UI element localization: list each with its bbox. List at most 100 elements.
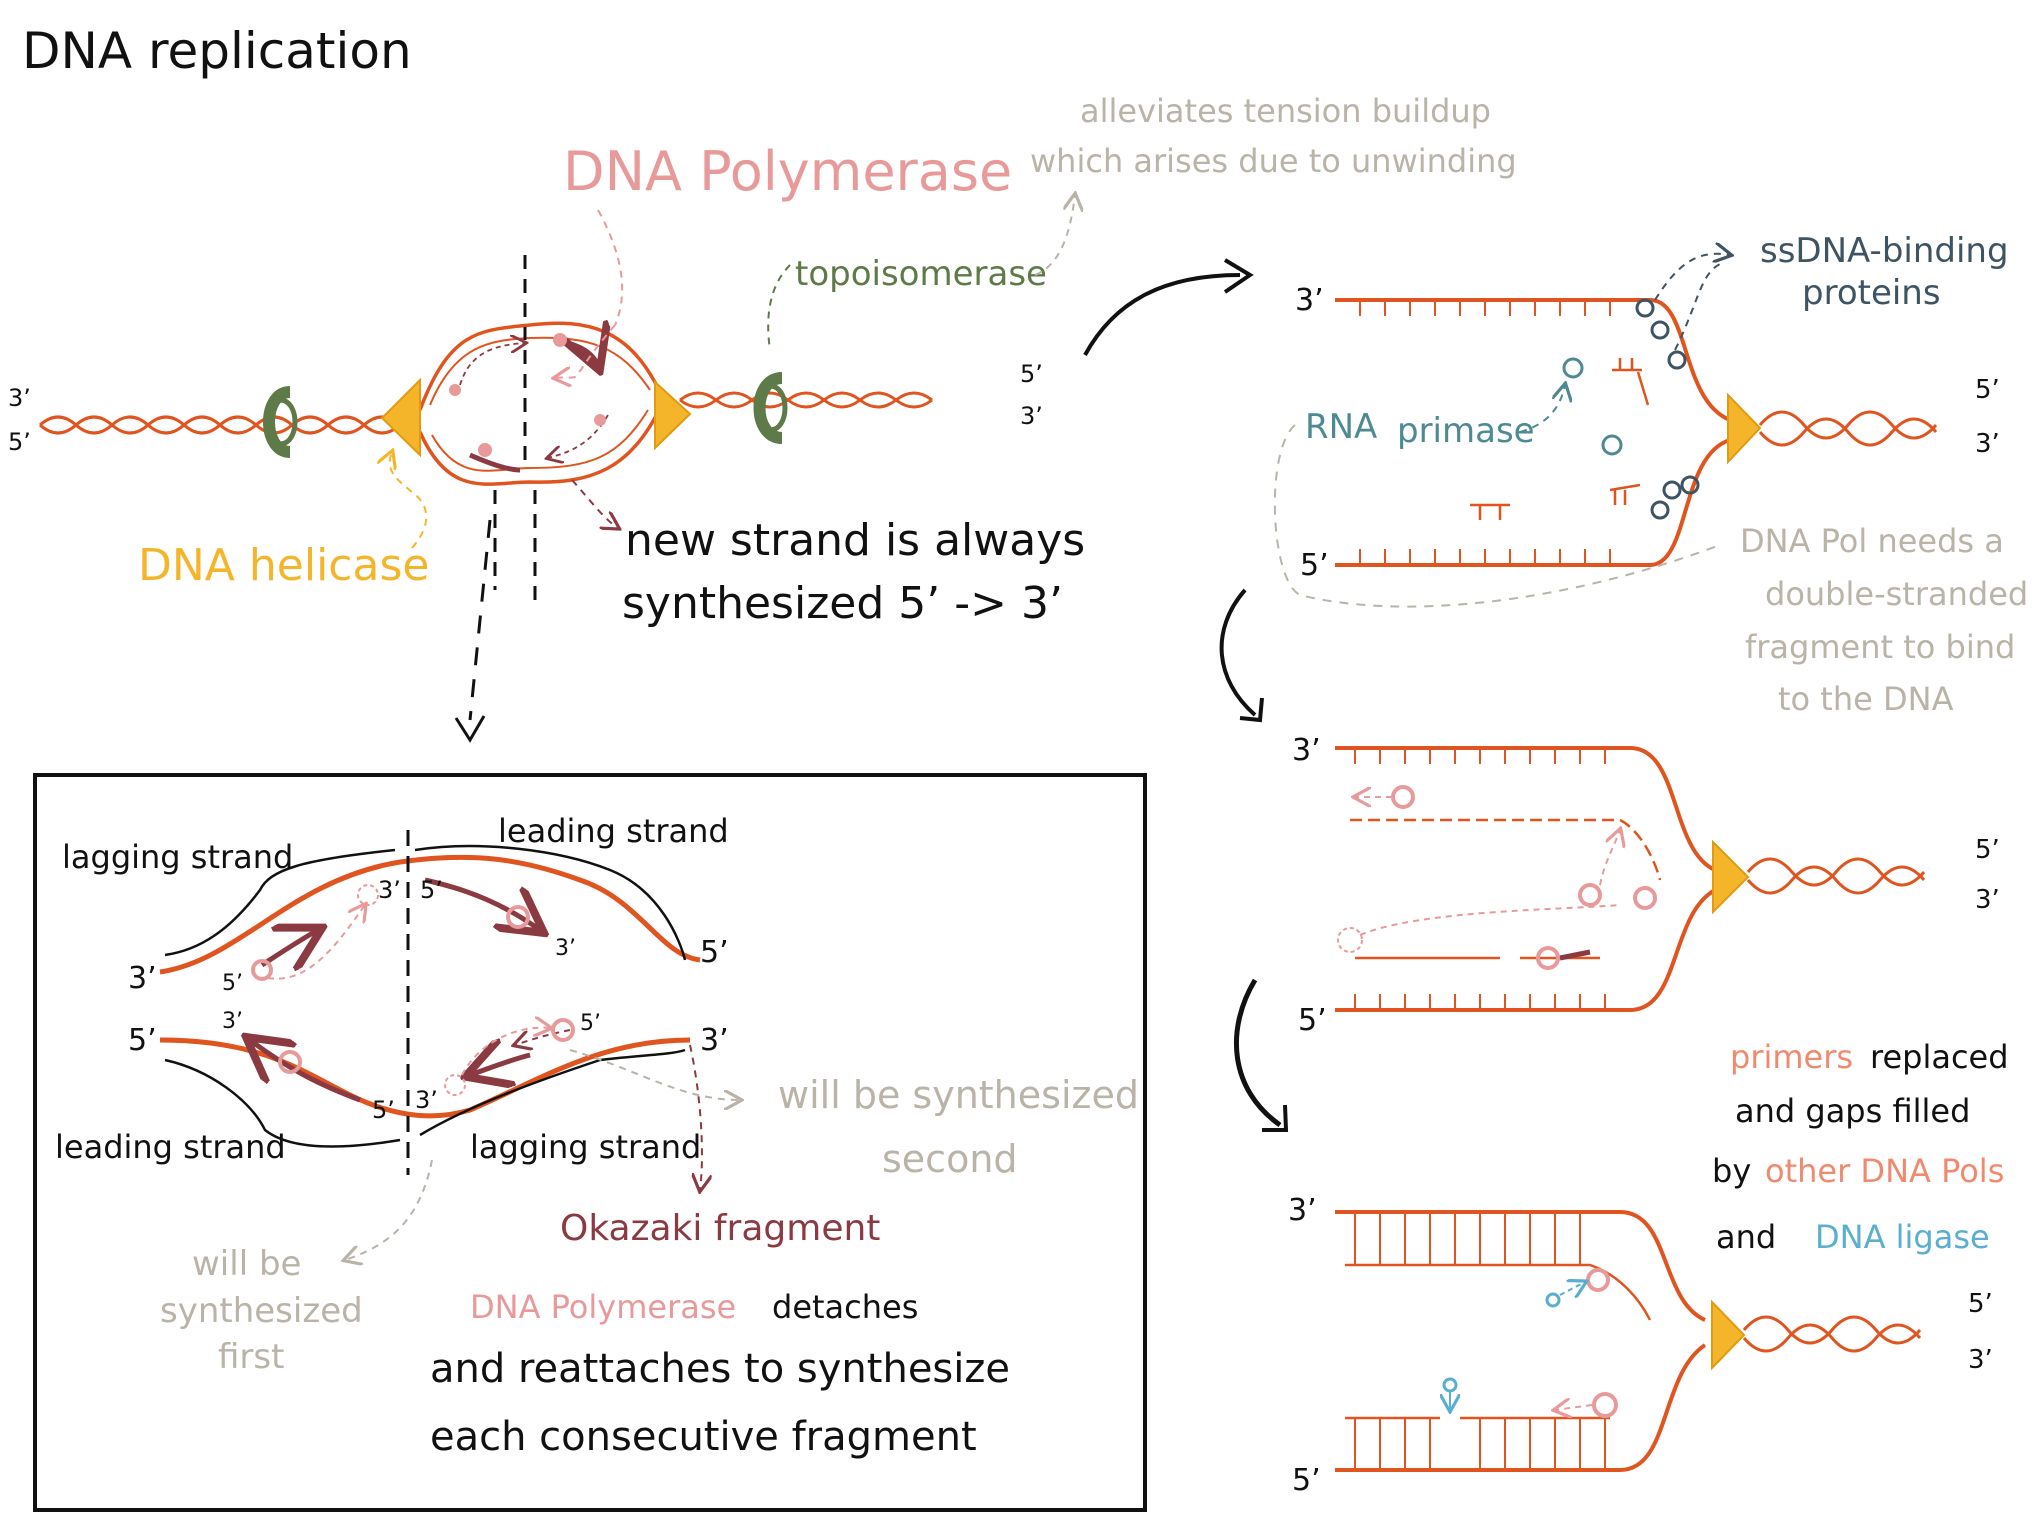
bubble-top-inner <box>429 336 651 406</box>
inset-polymerase-1 <box>251 959 273 981</box>
new-strand-pointer <box>571 479 618 528</box>
note-replaced: replaced <box>1870 1038 2009 1076</box>
panel2-helix-b <box>1746 865 1926 895</box>
second-note-line-2: second <box>882 1137 1018 1181</box>
topoisomerase-pointer <box>767 264 791 351</box>
leading-top-bracket <box>414 844 687 961</box>
inset-polymerase-ghost-2 <box>444 1074 466 1096</box>
polymerase-dot-4 <box>594 414 606 426</box>
panel1-primer-top <box>1612 358 1650 406</box>
note-other-pols: other DNA Pols <box>1765 1152 2004 1190</box>
topoisomerase-left-back-icon <box>279 397 298 447</box>
panel3-top-strand <box>1335 1210 1706 1322</box>
lagging-strand-bottom-label: lagging strand <box>470 1128 701 1166</box>
leading-strand-bottom-label: leading strand <box>55 1128 286 1166</box>
inset-top-arrow-right: 3’ <box>555 936 576 961</box>
panel3-top-end-label: 3’ <box>1288 1193 1317 1228</box>
helicase-left-icon <box>380 377 421 458</box>
inset-bottom-arrow-left: 3’ <box>222 1009 243 1034</box>
overview-left-top-label: 3’ <box>8 384 31 412</box>
panel1-bottom-strand <box>1335 438 1731 567</box>
inset-top-right-end: 5’ <box>700 935 729 970</box>
topoisomerase-left-icon <box>263 386 292 458</box>
overview-left-bottom-label: 5’ <box>8 428 31 456</box>
dna-helicase-label: DNA helicase <box>138 540 429 591</box>
panel3-polymerase-2 <box>1592 1392 1618 1418</box>
bubble-bottom-inner <box>431 409 649 472</box>
panel2-okazaki-segment <box>1559 949 1591 961</box>
panel1-primer-bottom-2 <box>1609 483 1641 505</box>
pol-note-detaches: detaches <box>772 1288 918 1326</box>
panel1-bottom-ticks <box>1359 549 1611 565</box>
panel2-polymerase-2 <box>1578 883 1602 907</box>
panel-3: 5’ 3’ 3’ 5’ primers replaced and gaps fi… <box>1288 1038 2009 1498</box>
panel3-ligase-2 <box>1442 1377 1458 1393</box>
inset-frame <box>33 773 1147 1512</box>
panel1-ssb-bottom <box>1650 475 1700 520</box>
note-by: by <box>1712 1152 1751 1190</box>
primase-icon-1 <box>1562 357 1584 379</box>
pol-needs-line-2: double-stranded <box>1765 575 2028 613</box>
first-note-pointer <box>345 1159 433 1260</box>
panel1-primer-bottom <box>1470 503 1510 520</box>
leading-bottom-bracket <box>164 1058 401 1148</box>
lagging-top-bracket <box>164 848 396 957</box>
panel2-bottom-end-label: 5’ <box>1298 1003 1327 1038</box>
new-strand-note-line-2: synthesized 5’ -> 3’ <box>622 578 1063 629</box>
panel2-helicase-icon <box>1712 839 1750 915</box>
panel2-top-strand <box>1335 746 1716 872</box>
inset-top-lagging-segment <box>260 930 318 965</box>
right-helix-strand-a <box>679 391 933 409</box>
panel2-bottom-strand <box>1335 888 1717 1012</box>
primase-icon-2 <box>1601 434 1623 456</box>
panel1-top-end-label: 3’ <box>1295 283 1324 318</box>
panel2-top-end-label: 3’ <box>1292 733 1321 768</box>
panel2-polymerase-3 <box>1633 886 1657 910</box>
ssb-pointer-1 <box>1654 254 1730 301</box>
left-helix-strand-b <box>39 415 401 435</box>
panel3-polymerase-1 <box>1586 1268 1610 1292</box>
panel1-helix-a <box>1758 410 1938 440</box>
pol-needs-pointer <box>1273 424 1721 608</box>
pol-note-reattaches: and reattaches to synthesize <box>430 1346 1010 1392</box>
topo-note-line-1: alleviates tension buildup <box>1080 92 1491 130</box>
pol-needs-line-4: to the DNA <box>1778 680 1954 718</box>
inset-bottom-mid-left: 5’ <box>372 1096 395 1124</box>
inset-top-mid-left: 3’ <box>378 876 401 904</box>
panel2-top-new-strand <box>1350 818 1662 881</box>
helicase-pointer <box>390 452 428 549</box>
panel3-right-top-label: 5’ <box>1968 1289 1993 1319</box>
note-ligase: DNA ligase <box>1815 1218 1990 1256</box>
new-strand-note-line-1: new strand is always <box>625 515 1085 566</box>
panel3-ligase-1 <box>1545 1292 1561 1308</box>
panel2-polymerase-4 <box>1536 946 1560 970</box>
first-note-line-1: will be <box>192 1244 301 1284</box>
panel2-polymerase-ghost <box>1337 927 1363 953</box>
polymerase-dot-2 <box>478 443 492 457</box>
panel1-to-panel2-arrow-head <box>1239 697 1264 723</box>
panel-2: 5’ 3’ 3’ 5’ <box>1234 733 2000 1132</box>
panel1-helicase-icon <box>1727 392 1762 465</box>
right-helix-strand-b <box>679 391 933 409</box>
second-note-pointer <box>569 1049 740 1100</box>
panel2-right-top-label: 5’ <box>1975 835 2000 865</box>
panel2-to-panel3-arrow-head <box>1262 1104 1289 1132</box>
note-gaps: and gaps filled <box>1735 1092 1970 1130</box>
page-title: DNA replication <box>22 22 412 80</box>
pol-needs-line-1: DNA Pol needs a <box>1740 522 2004 560</box>
lagging-strand-top-label: lagging strand <box>62 838 293 876</box>
overview-right-top-label: 5’ <box>1020 360 1043 388</box>
panel1-top-strand <box>1335 298 1731 422</box>
ssb-label-line-2: proteins <box>1802 273 1941 313</box>
panel2-polymerase-1 <box>1391 785 1415 809</box>
panel2-bottom-ticks <box>1354 994 1606 1010</box>
inset-bottom-right-end: 3’ <box>700 1023 729 1058</box>
okazaki-pointer <box>689 1044 702 1190</box>
panel1-right-bottom-label: 3’ <box>1975 429 2000 459</box>
inset-polymerase-jump-2 <box>461 1028 550 1076</box>
pol-note-consecutive: each consecutive fragment <box>430 1414 977 1460</box>
tension-pointer <box>1034 195 1075 276</box>
panel3-ligase-1-arrow <box>1559 1282 1585 1295</box>
new-strand-dashed-1 <box>459 343 525 386</box>
